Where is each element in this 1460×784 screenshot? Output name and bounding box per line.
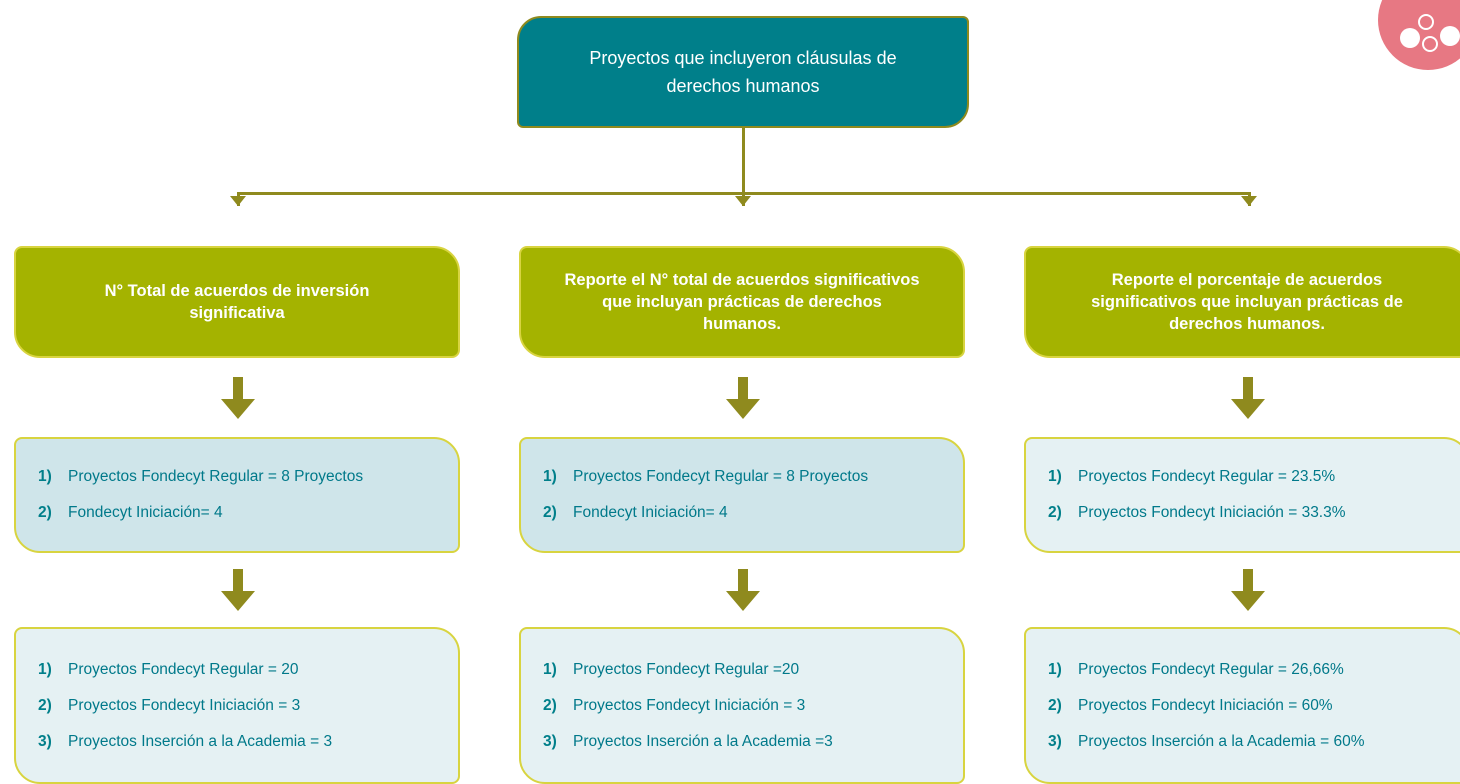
item-number: 1) [38, 468, 52, 485]
item-text: Proyectos Fondecyt Iniciación = 60% [1078, 696, 1333, 714]
item-text: Proyectos Fondecyt Iniciación = 3 [68, 696, 301, 714]
list-item: 1) Proyectos Fondecyt Regular = 20 [38, 660, 458, 680]
arrow-down-icon [726, 569, 760, 611]
item-number: 2) [1048, 696, 1062, 714]
item-text: Proyectos Inserción a la Academia = 3 [68, 732, 333, 750]
heading-node-total-investment-agreements: N° Total de acuerdos de inversión signif… [14, 246, 460, 358]
item-text: Proyectos Fondecyt Iniciación = 33.3% [1078, 504, 1346, 521]
list-item: 1) Proyectos Fondecyt Regular = 26,66% [1048, 660, 1460, 680]
item-text: Fondecyt Iniciación= 4 [573, 504, 728, 521]
network-logo-icon [1378, 0, 1460, 70]
item-number: 1) [38, 660, 52, 678]
logo-ring [1418, 14, 1434, 30]
bottom-list-box: 1) Proyectos Fondecyt Regular = 20 2) Proy… [14, 627, 460, 784]
bottom-list-box: 1) Proyectos Fondecyt Regular = 26,66% 2)… [1024, 627, 1460, 784]
heading-node-total-significant-agreements: Reporte el N° total de acuerdos signific… [519, 246, 965, 358]
arrow-down-icon [1241, 196, 1257, 206]
item-number: 3) [38, 732, 52, 750]
bottom-list-box: 1) Proyectos Fondecyt Regular =20 2) Proye… [519, 627, 965, 784]
list-item: 2) Fondecyt Iniciación= 4 [38, 503, 458, 523]
item-text: Proyectos Fondecyt Regular = 26,66% [1078, 660, 1344, 678]
item-text: Proyectos Inserción a la Academia =3 [573, 732, 833, 750]
list-item: 1) Proyectos Fondecyt Regular = 23.5% [1048, 467, 1460, 487]
arrow-down-icon [221, 377, 255, 419]
root-node-label: Proyectos que incluyeron cláusulas de de… [589, 48, 897, 96]
list-item: 3) Proyectos Inserción a la Academia = 3 [38, 732, 458, 752]
middle-list-box: 1) Proyectos Fondecyt Regular = 8 Proyect… [519, 437, 965, 553]
root-node-projects-human-rights: Proyectos que incluyeron cláusulas de de… [517, 16, 969, 128]
heading-node-percentage-significant-agreements: Reporte el porcentaje de acuerdos signif… [1024, 246, 1460, 358]
list-item: 2) Proyectos Fondecyt Iniciación = 3 [38, 696, 458, 716]
list-item: 3) Proyectos Inserción a la Academia = 60… [1048, 732, 1460, 752]
connector-vertical-trunk [742, 128, 745, 194]
item-number: 2) [38, 696, 52, 714]
item-number: 2) [543, 504, 557, 521]
item-text: Proyectos Fondecyt Regular = 23.5% [1078, 468, 1336, 485]
logo-dot [1440, 26, 1460, 46]
list-item: 1) Proyectos Fondecyt Regular = 8 Proyect… [543, 467, 963, 487]
list-item: 2) Proyectos Fondecyt Iniciación = 60% [1048, 696, 1460, 716]
arrow-down-icon [230, 196, 246, 206]
item-number: 3) [543, 732, 557, 750]
heading-label: Reporte el N° total de acuerdos signific… [564, 271, 920, 333]
middle-list-box: 1) Proyectos Fondecyt Regular = 23.5% 2) P… [1024, 437, 1460, 553]
arrow-down-icon [221, 569, 255, 611]
arrow-down-icon [726, 377, 760, 419]
list-item: 2) Proyectos Fondecyt Iniciación = 3 [543, 696, 963, 716]
arrow-down-icon [735, 196, 751, 206]
item-number: 2) [38, 504, 52, 521]
item-text: Proyectos Fondecyt Regular = 8 Proyectos [68, 468, 364, 485]
arrow-down-icon [1231, 377, 1265, 419]
item-text: Proyectos Fondecyt Iniciación = 3 [573, 696, 806, 714]
logo-ring [1422, 36, 1438, 52]
item-number: 1) [543, 468, 557, 485]
item-number: 2) [543, 696, 557, 714]
list-item: 1) Proyectos Fondecyt Regular = 8 Proyect… [38, 467, 458, 487]
item-number: 1) [543, 660, 557, 678]
heading-label: N° Total de acuerdos de inversión signif… [104, 282, 370, 322]
item-number: 1) [1048, 468, 1062, 485]
item-text: Fondecyt Iniciación= 4 [68, 504, 223, 521]
list-item: 2) Proyectos Fondecyt Iniciación = 33.3% [1048, 503, 1460, 523]
item-text: Proyectos Fondecyt Regular =20 [573, 660, 800, 678]
item-text: Proyectos Fondecyt Regular = 8 Proyectos [573, 468, 869, 485]
middle-list-box: 1) Proyectos Fondecyt Regular = 8 Proyect… [14, 437, 460, 553]
list-item: 1) Proyectos Fondecyt Regular =20 [543, 660, 963, 680]
arrow-down-icon [1231, 569, 1265, 611]
item-number: 1) [1048, 660, 1062, 678]
item-text: Proyectos Inserción a la Academia = 60% [1078, 732, 1365, 750]
list-item: 2) Fondecyt Iniciación= 4 [543, 503, 963, 523]
heading-label: Reporte el porcentaje de acuerdos signif… [1091, 271, 1403, 333]
item-number: 3) [1048, 732, 1062, 750]
item-text: Proyectos Fondecyt Regular = 20 [68, 660, 299, 678]
list-item: 3) Proyectos Inserción a la Academia =3 [543, 732, 963, 752]
logo-dot [1400, 28, 1420, 48]
item-number: 2) [1048, 504, 1062, 521]
